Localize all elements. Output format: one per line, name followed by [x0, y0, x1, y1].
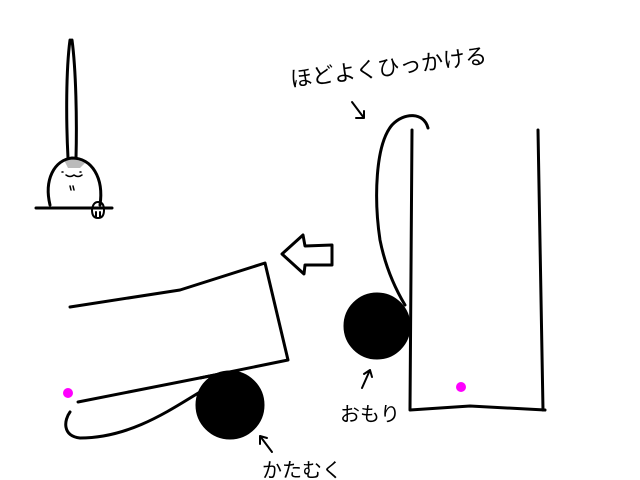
upright-marker-dot: [456, 382, 466, 392]
weight-label: おもり: [340, 402, 400, 426]
hook-string: [375, 114, 430, 307]
hollow-left-arrow: [280, 233, 334, 276]
mascot-hand: [91, 201, 105, 219]
tilted-marker-dot: [63, 388, 73, 398]
hook-pointer-arrow: [351, 101, 365, 119]
upright-box-left: [408, 128, 547, 412]
weight-pointer-arrow: [361, 369, 373, 389]
tilted-string: [64, 390, 202, 440]
tilted-weight-ball: [195, 370, 265, 440]
tilt-pointer-arrow: [259, 435, 273, 453]
upright-box-right: [536, 128, 545, 412]
tilted-box-bottom: [76, 370, 232, 404]
weight-ball: [343, 292, 411, 360]
mascot-ear: [65, 38, 78, 160]
tilted-box-outline: [68, 261, 290, 380]
mascot-body: [46, 156, 103, 207]
mascot-face: [61, 171, 83, 191]
tilt-label: かたむく: [262, 458, 342, 480]
tilted-box: [63, 261, 290, 453]
mascot-character: [34, 38, 114, 219]
upright-box: [343, 101, 547, 412]
